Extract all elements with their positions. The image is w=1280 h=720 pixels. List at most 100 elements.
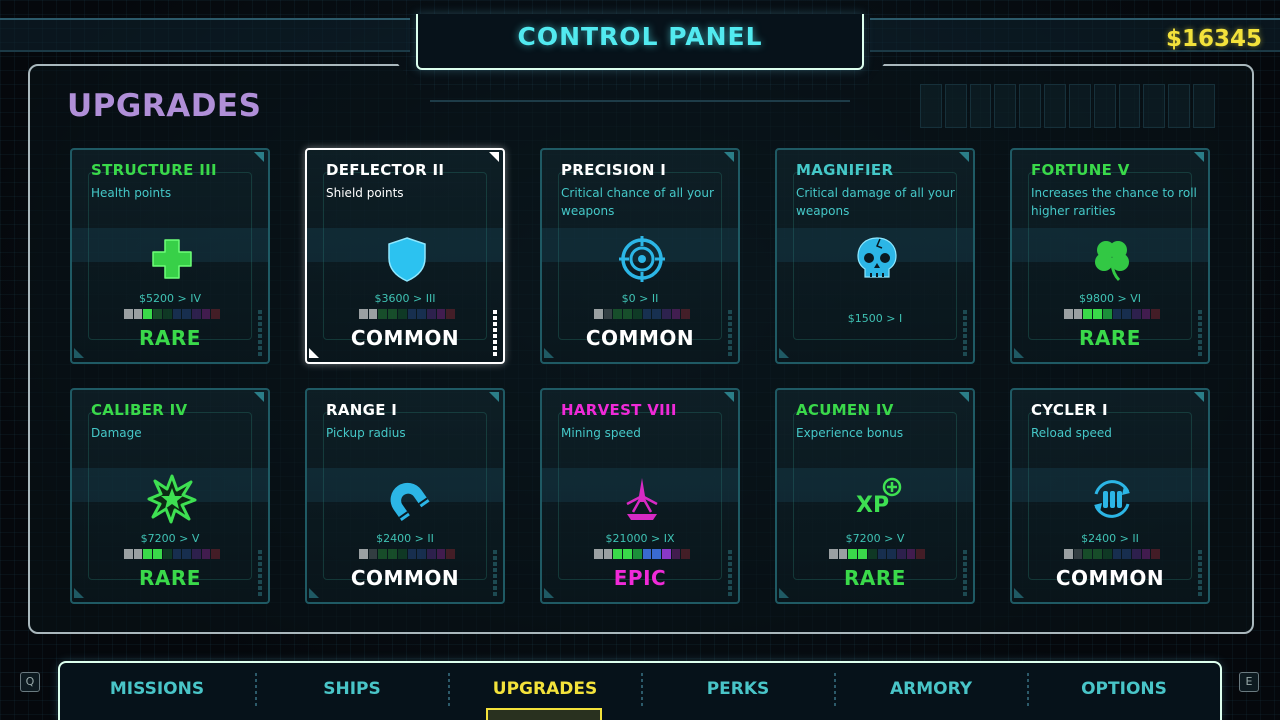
xp-plus-icon: XP <box>856 477 902 518</box>
level-segment <box>417 549 426 559</box>
level-segment <box>426 549 436 559</box>
level-segment <box>143 549 153 559</box>
level-segment <box>162 549 172 559</box>
mining-icon <box>626 478 658 520</box>
level-segment <box>896 549 906 559</box>
level-segment <box>368 549 378 559</box>
card-name: ACUMEN IV <box>796 401 894 419</box>
level-segment <box>661 309 671 319</box>
card-desc: Experience bonus <box>796 426 904 440</box>
level-segment <box>153 549 162 559</box>
upgrade-card-range[interactable]: RANGE I Pickup radius $2400 > II COMMON <box>305 388 505 604</box>
card-desc: Damage <box>91 426 142 440</box>
level-segment <box>201 549 211 559</box>
card-desc: Shield points <box>326 186 404 200</box>
nav-tab-upgrades[interactable]: UPGRADES <box>492 679 598 699</box>
upgrade-card-structure[interactable]: STRUCTURE III Health points $5200 > IV R… <box>70 148 270 364</box>
level-segment <box>1073 309 1083 319</box>
upgrade-card-fortune[interactable]: FORTUNE V Increases the chance to roll h… <box>1010 148 1210 364</box>
level-segment <box>594 309 603 319</box>
nav-separator <box>255 673 257 709</box>
level-segment <box>906 549 916 559</box>
level-segment <box>642 309 652 319</box>
title-frame: CONTROL PANEL <box>416 14 864 70</box>
card-rarity: RARE <box>139 566 201 590</box>
level-segment <box>133 549 143 559</box>
card-rarity: COMMON <box>350 566 460 590</box>
nav-tab-missions[interactable]: MISSIONS <box>109 679 205 699</box>
card-price: $5200 > IV <box>139 292 201 305</box>
card-desc: Critical damage of all your weapons <box>796 186 955 218</box>
card-desc: Mining speed <box>561 426 641 440</box>
level-segment <box>124 309 133 319</box>
upgrade-card-acumen[interactable]: ACUMEN IV Experience bonus XP $7200 > V … <box>775 388 975 604</box>
explosion-icon <box>147 474 197 524</box>
level-segment <box>1151 309 1161 319</box>
card-desc: Health points <box>91 186 172 200</box>
active-tab-indicator <box>486 708 602 720</box>
nav-tab-options[interactable]: OPTIONS <box>1081 679 1167 699</box>
panel-divider <box>430 100 850 102</box>
page-title: CONTROL PANEL <box>517 22 763 51</box>
nav-tab-armory[interactable]: ARMORY <box>889 679 973 699</box>
level-segment <box>1093 549 1102 559</box>
level-segment <box>436 549 446 559</box>
upgrade-card-precision[interactable]: PRECISION I Critical chance of all your … <box>540 148 740 364</box>
level-segment <box>397 549 407 559</box>
level-segment <box>1122 549 1131 559</box>
header-bar-left <box>0 18 410 52</box>
level-segment <box>594 549 603 559</box>
level-segment <box>407 309 417 319</box>
level-segment <box>182 309 191 319</box>
nav-separator <box>448 673 450 709</box>
crosshair-icon <box>619 236 665 282</box>
level-segment <box>201 309 211 319</box>
level-segment <box>661 549 671 559</box>
card-name: CALIBER IV <box>91 401 188 419</box>
level-segment <box>388 309 397 319</box>
level-segment <box>623 309 632 319</box>
level-segment <box>916 549 926 559</box>
level-segment <box>162 309 172 319</box>
level-segment <box>446 309 456 319</box>
card-price: $1500 > I <box>847 312 903 325</box>
level-segment <box>632 309 642 319</box>
level-segment <box>1141 309 1151 319</box>
level-segment <box>133 309 143 319</box>
level-segment <box>671 309 681 319</box>
level-segment <box>182 549 191 559</box>
level-segment <box>1102 309 1112 319</box>
level-segment <box>388 549 397 559</box>
card-desc: Reload speed <box>1031 426 1112 440</box>
level-segment <box>124 549 133 559</box>
level-segment <box>632 549 642 559</box>
level-bar <box>594 309 691 319</box>
bottom-nav: MISSIONS SHIPS UPGRADES PERKS ARMORY OPT… <box>58 661 1222 720</box>
card-rarity: COMMON <box>585 326 695 350</box>
card-name: RANGE I <box>326 401 398 419</box>
level-segment <box>887 549 896 559</box>
svg-text:XP: XP <box>856 493 889 518</box>
upgrade-card-magnifier[interactable]: MAGNIFIER Critical damage of all your we… <box>775 148 975 364</box>
level-segment <box>436 309 446 319</box>
level-segment <box>359 309 368 319</box>
upgrade-card-deflector[interactable]: DEFLECTOR II Shield points $3600 > III C… <box>305 148 505 364</box>
level-segment <box>1102 549 1112 559</box>
upgrade-card-caliber[interactable]: CALIBER IV Damage $7200 > V RARE <box>70 388 270 604</box>
level-segment <box>1093 309 1102 319</box>
level-segment <box>829 549 838 559</box>
section-title: UPGRADES <box>67 88 262 124</box>
level-segment <box>153 309 162 319</box>
upgrade-card-harvest[interactable]: HARVEST VIII Mining speed $21000 > IX EP… <box>540 388 740 604</box>
level-segment <box>191 309 201 319</box>
nav-tab-ships[interactable]: SHIPS <box>323 679 381 699</box>
level-segment <box>1131 309 1141 319</box>
level-segment <box>1083 309 1093 319</box>
nav-tab-perks[interactable]: PERKS <box>706 679 770 699</box>
level-segment <box>172 309 182 319</box>
level-bar <box>1064 549 1161 559</box>
upgrade-card-cycler[interactable]: CYCLER I Reload speed $2400 > II COMMON <box>1010 388 1210 604</box>
shield-icon <box>388 237 426 282</box>
level-segment <box>1083 549 1093 559</box>
level-segment <box>368 309 378 319</box>
